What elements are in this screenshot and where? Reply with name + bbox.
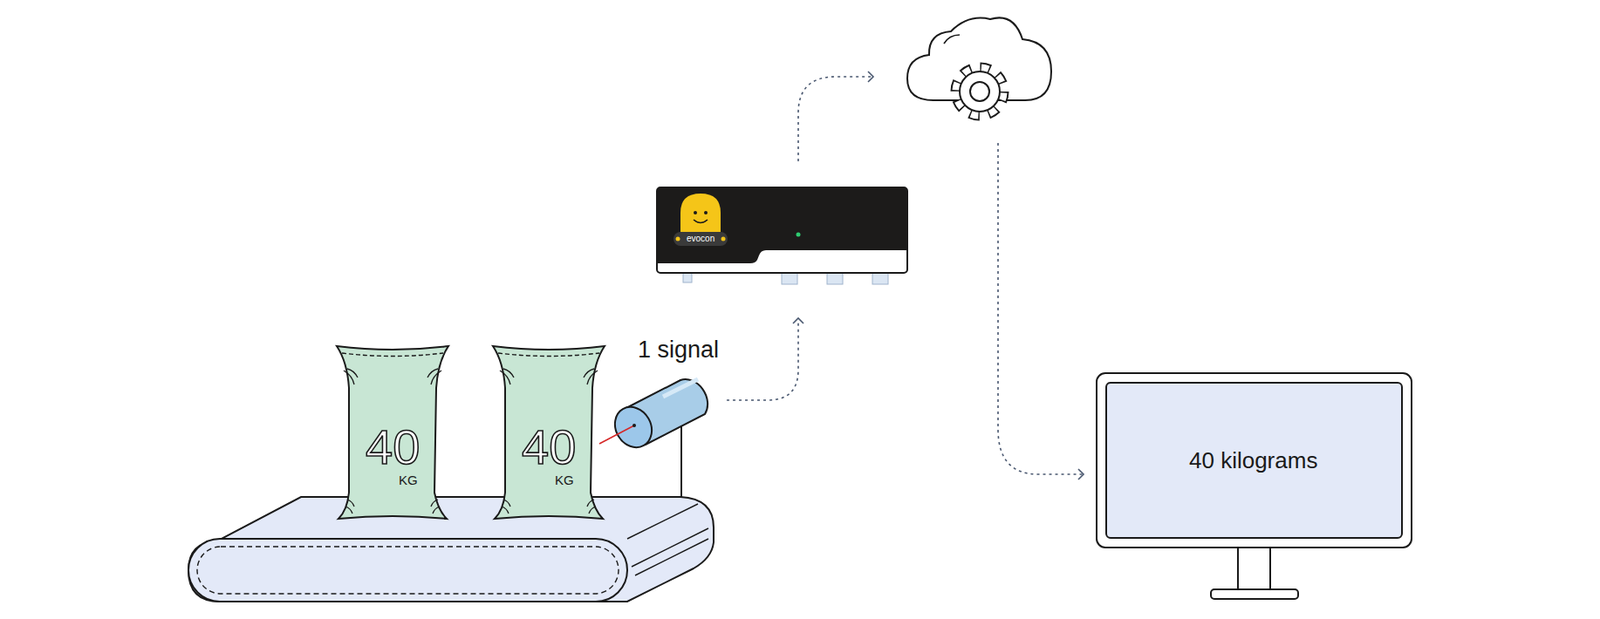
monitor [1096, 373, 1412, 600]
sensor [599, 379, 708, 498]
gateway-device: evocon [656, 186, 909, 287]
screen-text: 40 kilograms [1189, 449, 1318, 472]
arrow-heads [793, 71, 1084, 480]
unit-label: KG [554, 473, 575, 487]
unit-label: KG [398, 473, 418, 487]
brand-logo: evocon [686, 234, 715, 244]
weight-number: 40 [521, 423, 576, 472]
dotted-arrows [726, 76, 1084, 475]
bag: 40KG [487, 344, 610, 521]
cloud-icon [907, 17, 1052, 116]
monitor-screen: 40 kilograms [1106, 382, 1402, 539]
conveyor-belt [188, 497, 714, 602]
bag: 40KG [331, 344, 454, 521]
signal-label: 1 signal [637, 336, 719, 364]
weight-number: 40 [365, 423, 420, 472]
